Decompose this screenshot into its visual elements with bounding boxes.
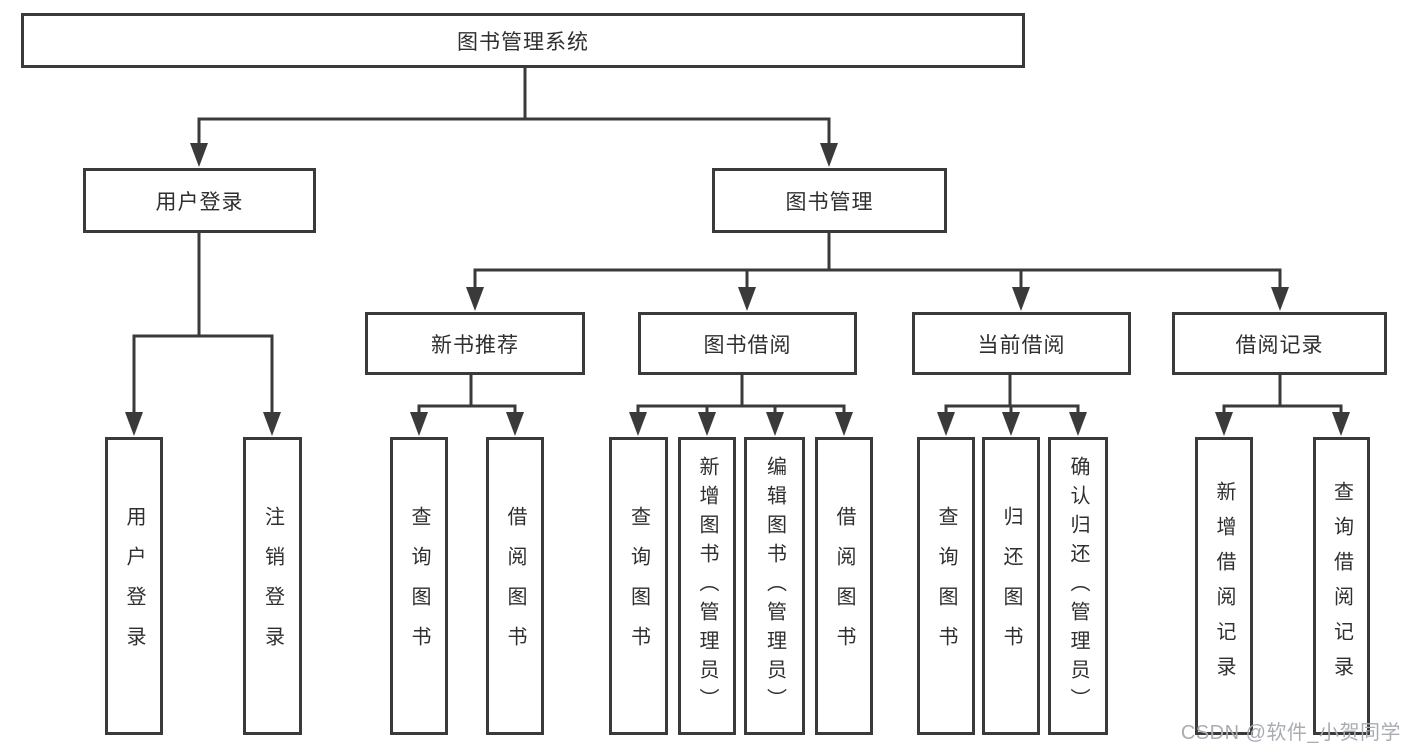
node-book-management: 图书管理 [712, 168, 947, 233]
leaf-borrow-books-1: 借阅图书 [486, 437, 544, 735]
leaf-add-book-admin: 新增图书（管理员） [678, 437, 736, 735]
leaf-borrow-books-1-label: 借阅图书 [504, 506, 526, 666]
leaf-user-login: 用户登录 [105, 437, 163, 735]
leaf-add-borrow-record: 新增借阅记录 [1195, 437, 1253, 735]
connector-new-book-group [410, 373, 524, 436]
csdn-watermark: CSDN @软件_小贺同学 [1180, 722, 1401, 744]
leaf-query-books-1-label: 查询图书 [408, 506, 430, 666]
node-book-borrow-label: 图书借阅 [703, 333, 792, 357]
connector-borrow-records-group [1215, 373, 1350, 436]
connector-root-to-level2 [190, 66, 838, 167]
node-library-system: 图书管理系统 [21, 13, 1025, 68]
leaf-borrow-books-2: 借阅图书 [815, 437, 873, 735]
leaf-add-book-admin-label: 新增图书（管理员） [696, 455, 718, 717]
node-book-borrow: 图书借阅 [638, 312, 857, 375]
node-user-login-label: 用户登录 [155, 190, 244, 214]
leaf-query-books-3-label: 查询图书 [935, 506, 957, 666]
node-new-book-recommendation: 新书推荐 [365, 312, 585, 375]
leaf-user-login-label: 用户登录 [123, 506, 145, 666]
connector-current-borrow-group [937, 373, 1087, 436]
leaf-confirm-return-admin-label: 确认归还（管理员） [1067, 455, 1089, 717]
leaf-query-books-3: 查询图书 [917, 437, 975, 735]
node-library-system-label: 图书管理系统 [457, 30, 589, 54]
leaf-add-borrow-record-label: 新增借阅记录 [1213, 481, 1235, 691]
connector-book-borrow-group [629, 373, 853, 436]
leaf-return-book-label: 归还图书 [1000, 506, 1022, 666]
leaf-return-book: 归还图书 [982, 437, 1040, 735]
leaf-borrow-books-2-label: 借阅图书 [833, 506, 855, 666]
connector-book-mgmt-to-level3 [466, 231, 1289, 311]
leaf-logout-login: 注销登录 [243, 437, 302, 735]
leaf-query-borrow-record: 查询借阅记录 [1313, 437, 1370, 735]
leaf-query-borrow-record-label: 查询借阅记录 [1330, 481, 1353, 691]
node-book-management-label: 图书管理 [785, 190, 874, 214]
leaf-logout-login-label: 注销登录 [261, 506, 284, 666]
leaf-edit-book-admin: 编辑图书（管理员） [744, 437, 805, 735]
node-user-login: 用户登录 [83, 168, 316, 233]
node-new-book-recommendation-label: 新书推荐 [431, 333, 519, 357]
leaf-query-books-2-label: 查询图书 [627, 506, 650, 666]
node-borrow-records-label: 借阅记录 [1235, 333, 1324, 357]
node-current-borrow-label: 当前借阅 [977, 333, 1066, 357]
leaf-edit-book-admin-label: 编辑图书（管理员） [763, 455, 786, 717]
node-borrow-records: 借阅记录 [1172, 312, 1387, 375]
connector-user-login-branch [125, 231, 281, 436]
node-current-borrow: 当前借阅 [912, 312, 1131, 375]
leaf-query-books-2: 查询图书 [609, 437, 668, 735]
leaf-query-books-1: 查询图书 [390, 437, 448, 735]
leaf-confirm-return-admin: 确认归还（管理员） [1048, 437, 1108, 735]
